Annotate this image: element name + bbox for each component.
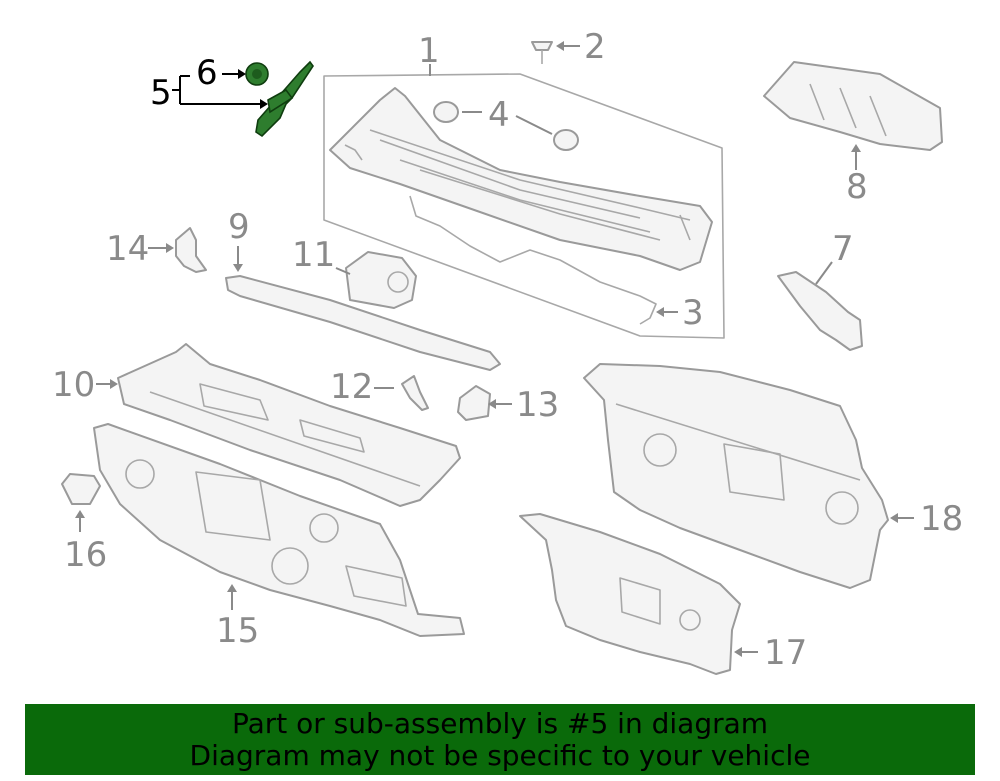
part-6-grommet-highlighted[interactable] — [245, 62, 269, 86]
part-13-clip[interactable] — [457, 385, 491, 421]
part-14-bracket[interactable] — [175, 227, 207, 273]
part-5-highlighted[interactable] — [255, 60, 314, 138]
banner-line-2: Diagram may not be specific to your vehi… — [189, 738, 811, 772]
callout-6: 6 — [196, 53, 218, 93]
part-12-clip[interactable] — [401, 375, 429, 411]
part-2-clip[interactable] — [531, 41, 553, 64]
callout-17: 17 — [764, 633, 807, 673]
callout-10: 10 — [52, 365, 95, 405]
callout-4: 4 — [488, 95, 510, 135]
callout-5-bracket — [172, 69, 268, 109]
part-1-cowl-panel[interactable] — [323, 73, 725, 339]
callout-2: 2 — [584, 27, 606, 67]
callout-8: 8 — [846, 167, 868, 207]
part-3-cable[interactable] — [409, 195, 657, 325]
part-8-cover[interactable] — [763, 61, 943, 151]
callout-15: 15 — [216, 611, 259, 651]
callout-11: 11 — [292, 235, 335, 275]
part-11-block[interactable] — [345, 251, 417, 309]
callout-13: 13 — [516, 385, 559, 425]
part-7-bracket[interactable] — [777, 271, 863, 351]
callout-7-leader — [815, 261, 833, 285]
callout-14: 14 — [106, 229, 149, 269]
banner-line-1: Part or sub-assembly is #5 in diagram — [231, 706, 769, 740]
part-18-dash-panel[interactable] — [583, 363, 889, 589]
callout-7: 7 — [832, 229, 854, 269]
part-16-clip[interactable] — [61, 473, 101, 505]
callout-4-leader — [462, 111, 553, 135]
part-15-dash-insulator[interactable] — [93, 423, 465, 637]
callout-11-leader — [335, 267, 351, 275]
part-10-lower-cowl[interactable] — [117, 343, 461, 507]
callout-9: 9 — [228, 207, 250, 247]
part-4-caps[interactable] — [433, 101, 579, 151]
notice-banner: Part or sub-assembly is #5 in diagram Di… — [25, 704, 975, 775]
part-17-dash-insulator[interactable] — [519, 513, 741, 675]
callout-16: 16 — [64, 535, 107, 575]
callout-18: 18 — [920, 499, 963, 539]
callout-12: 12 — [330, 367, 373, 407]
callout-3: 3 — [682, 293, 704, 333]
callout-5: 5 — [150, 73, 172, 113]
part-9-strip[interactable] — [225, 275, 501, 371]
callout-1: 1 — [418, 31, 440, 71]
